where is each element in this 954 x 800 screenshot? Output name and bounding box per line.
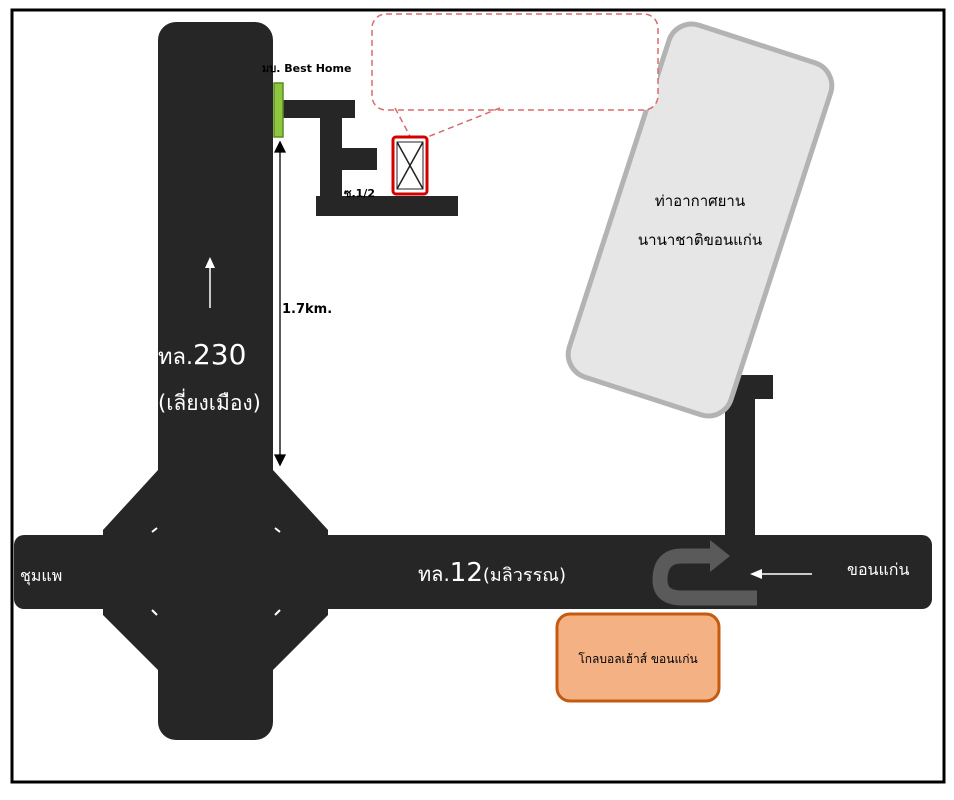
highway-230-name: (เลี่ยงเมือง) — [158, 388, 261, 415]
map-frame — [10, 8, 946, 784]
airport-label-line1: ท่าอากาศยาน — [655, 192, 745, 210]
location-marker-icon — [391, 135, 429, 196]
distance-label: 1.7km. — [282, 302, 332, 317]
landmark-box — [555, 612, 721, 703]
village-marker — [273, 82, 284, 138]
airport-area — [565, 21, 835, 419]
soi-roads — [280, 100, 458, 216]
landmark-label: โกลบอลเฮ้าส์ ขอนแก่น — [578, 652, 697, 666]
highway-230-label: ทล.230 — [158, 338, 246, 371]
interchange-markings — [151, 527, 281, 616]
u-turn-icon — [652, 540, 757, 606]
soi-label: ซ.1/2 — [344, 187, 375, 200]
airport-label-line2: นานาชาติขอนแก่น — [638, 231, 762, 249]
north-arrow-icon — [205, 257, 215, 308]
village-label: มบ. Best Home — [262, 62, 351, 75]
west-destination-label: ชุมแพ — [20, 566, 62, 586]
east-destination-label: ขอนแก่น — [847, 560, 909, 579]
distance-arrow-icon — [273, 140, 287, 467]
west-arrow-icon — [750, 569, 812, 579]
highway-12-label: ทล.12(มลิวรรณ) — [418, 558, 566, 588]
callout-bubble — [371, 13, 659, 141]
